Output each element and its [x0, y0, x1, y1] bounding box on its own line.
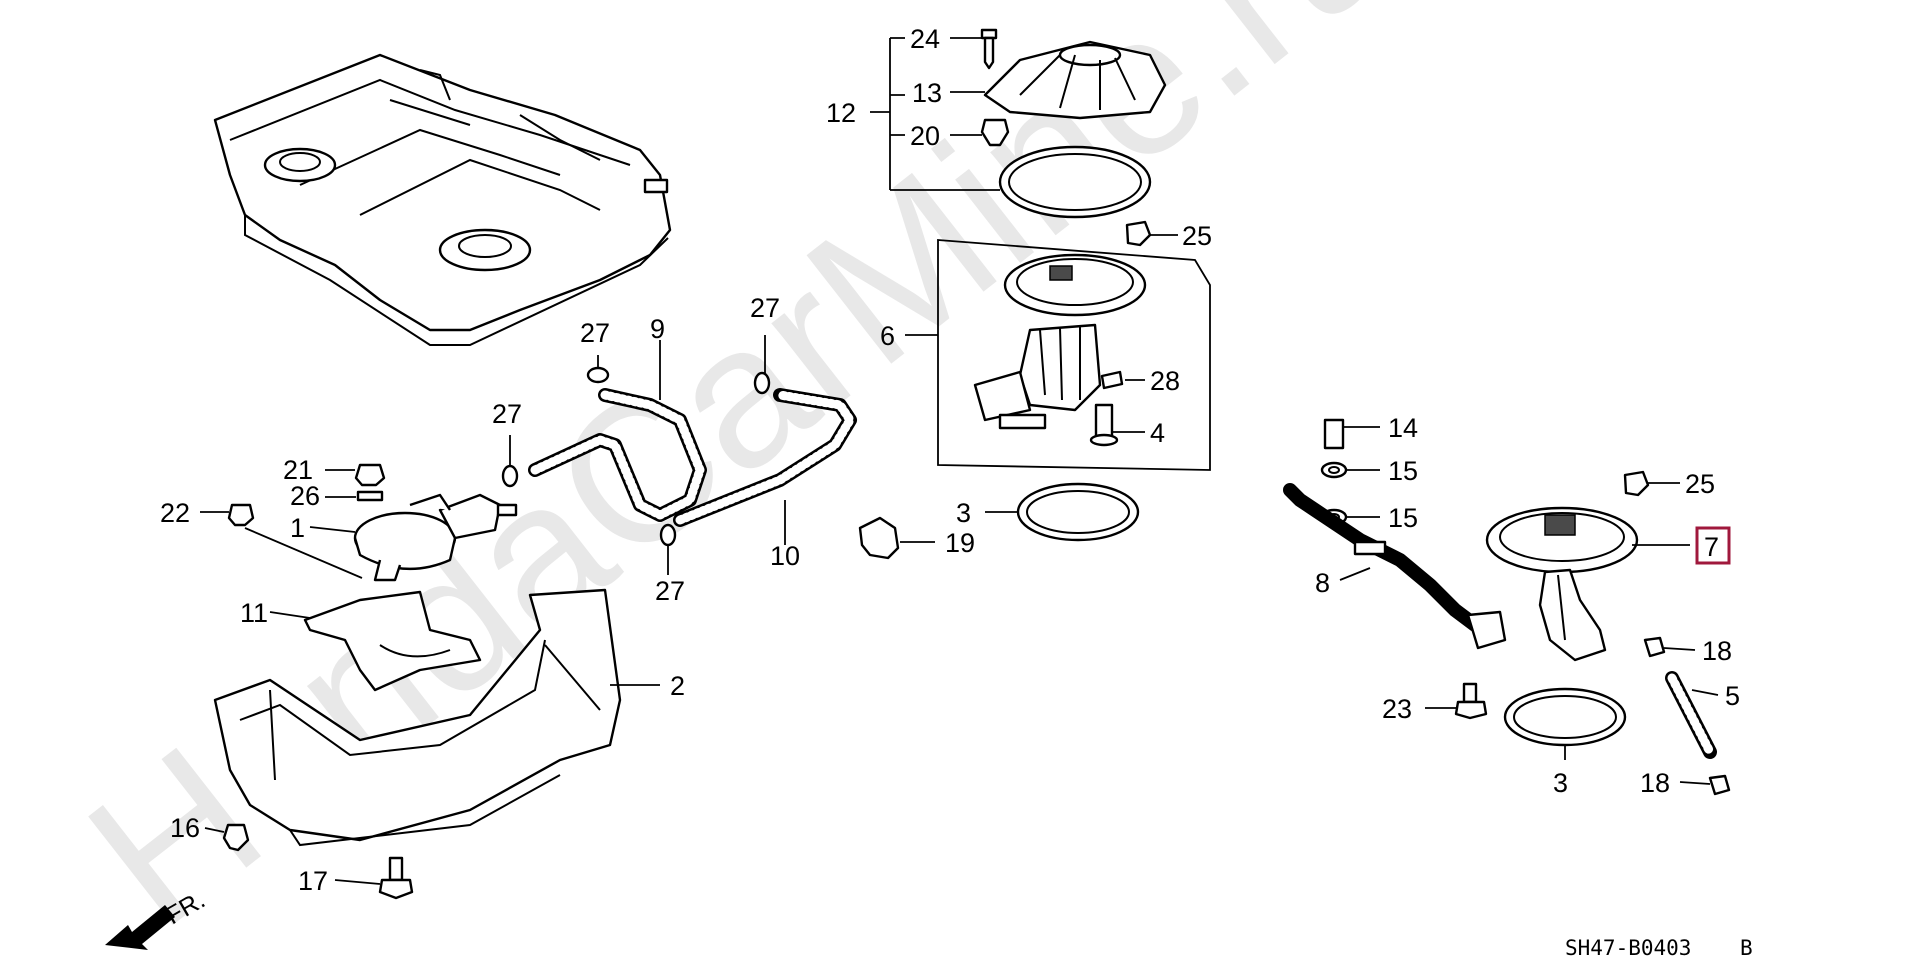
callout-6: 6: [880, 321, 895, 351]
callout-27a: 27: [750, 293, 780, 323]
callout-23: 23: [1382, 694, 1412, 724]
callout-27d: 27: [655, 576, 685, 606]
bolt-17[interactable]: [378, 856, 414, 900]
fuel-pump-cover-13[interactable]: [983, 40, 1167, 120]
callout-13: 13: [912, 78, 942, 108]
hose-clamp-27b[interactable]: [586, 366, 610, 384]
bolt-22[interactable]: [227, 503, 255, 527]
fuel-hose-9[interactable]: [528, 388, 707, 522]
seal-ring-upper[interactable]: [998, 145, 1152, 219]
front-arrow-icon: [105, 905, 175, 950]
callout-1: 1: [290, 513, 305, 543]
leader-lines: [200, 37, 1719, 885]
clip-28[interactable]: [1100, 370, 1124, 390]
hose-clip-18b[interactable]: [1708, 774, 1731, 796]
bracket-11[interactable]: [303, 590, 482, 692]
callout-10: 10: [770, 541, 800, 571]
callout-19: 19: [945, 528, 975, 558]
callout-15a: 15: [1388, 456, 1418, 486]
washer-26[interactable]: [356, 490, 384, 502]
diagram-code-suffix: B: [1740, 936, 1753, 960]
fuel-gauge-unit-7[interactable]: [1485, 506, 1639, 662]
callout-5: 5: [1725, 681, 1740, 711]
callout-7: 7: [1704, 532, 1719, 562]
filter-4[interactable]: [1089, 403, 1119, 447]
callout-16: 16: [170, 813, 200, 843]
diagram-code: SH47-B0403 B: [1565, 936, 1753, 960]
hose-5[interactable]: [1665, 671, 1717, 759]
callout-22: 22: [160, 498, 190, 528]
callout-20: 20: [910, 121, 940, 151]
nut-20[interactable]: [980, 118, 1010, 147]
callout-21: 21: [283, 455, 313, 485]
bolt-21[interactable]: [354, 463, 386, 487]
callout-18b: 18: [1640, 768, 1670, 798]
callout-27c: 27: [492, 399, 522, 429]
hose-clamp-27a[interactable]: [753, 371, 771, 395]
valve-assembly-1[interactable]: [353, 493, 518, 582]
callout-4: 4: [1150, 418, 1165, 448]
hose-clamp-27d[interactable]: [659, 523, 677, 547]
seal-ring-3a[interactable]: [1016, 482, 1140, 542]
fuel-tank[interactable]: [213, 53, 672, 346]
callout-11: 11: [240, 598, 268, 628]
callout-25b: 25: [1685, 469, 1715, 499]
clip-16[interactable]: [222, 823, 250, 852]
callout-17: 17: [298, 866, 328, 896]
callout-25a: 25: [1182, 221, 1212, 251]
callout-14: 14: [1388, 413, 1418, 443]
hose-clamp-27c[interactable]: [501, 464, 519, 488]
callout-26: 26: [290, 481, 320, 511]
hose-clip-18a[interactable]: [1643, 636, 1666, 658]
bolt-23[interactable]: [1454, 682, 1488, 720]
diagram-code-text: SH47-B0403: [1565, 936, 1691, 960]
callout-27b: 27: [580, 318, 610, 348]
callout-24: 24: [910, 24, 940, 54]
fuel-feed-pipe-8[interactable]: [1283, 483, 1507, 650]
tank-protector-2[interactable]: [213, 588, 622, 847]
callout-2: 2: [670, 671, 685, 701]
fuel-pump-assembly-6[interactable]: [937, 239, 1211, 471]
nut-25a[interactable]: [1125, 220, 1152, 247]
bolt-14[interactable]: [1323, 418, 1345, 450]
callout-15b: 15: [1388, 503, 1418, 533]
callout-8: 8: [1315, 568, 1330, 598]
callout-7-highlight[interactable]: 7: [1695, 526, 1731, 565]
washer-15a[interactable]: [1320, 461, 1348, 479]
screw-24[interactable]: [980, 28, 998, 70]
clip-19[interactable]: [858, 516, 900, 560]
fuel-hose-10[interactable]: [673, 388, 857, 527]
callout-labels: 24 13 12 20 25 6 28 4 27 9 27 27 27 10 3…: [160, 24, 1740, 896]
callout-18a: 18: [1702, 636, 1732, 666]
callout-3a: 3: [956, 498, 971, 528]
nut-25b[interactable]: [1623, 470, 1650, 497]
callout-3b: 3: [1553, 768, 1568, 798]
seal-ring-3b[interactable]: [1503, 687, 1627, 747]
bracket-12: [870, 37, 1000, 191]
callout-28: 28: [1150, 366, 1180, 396]
callout-12: 12: [826, 98, 856, 128]
callout-9: 9: [650, 314, 665, 344]
